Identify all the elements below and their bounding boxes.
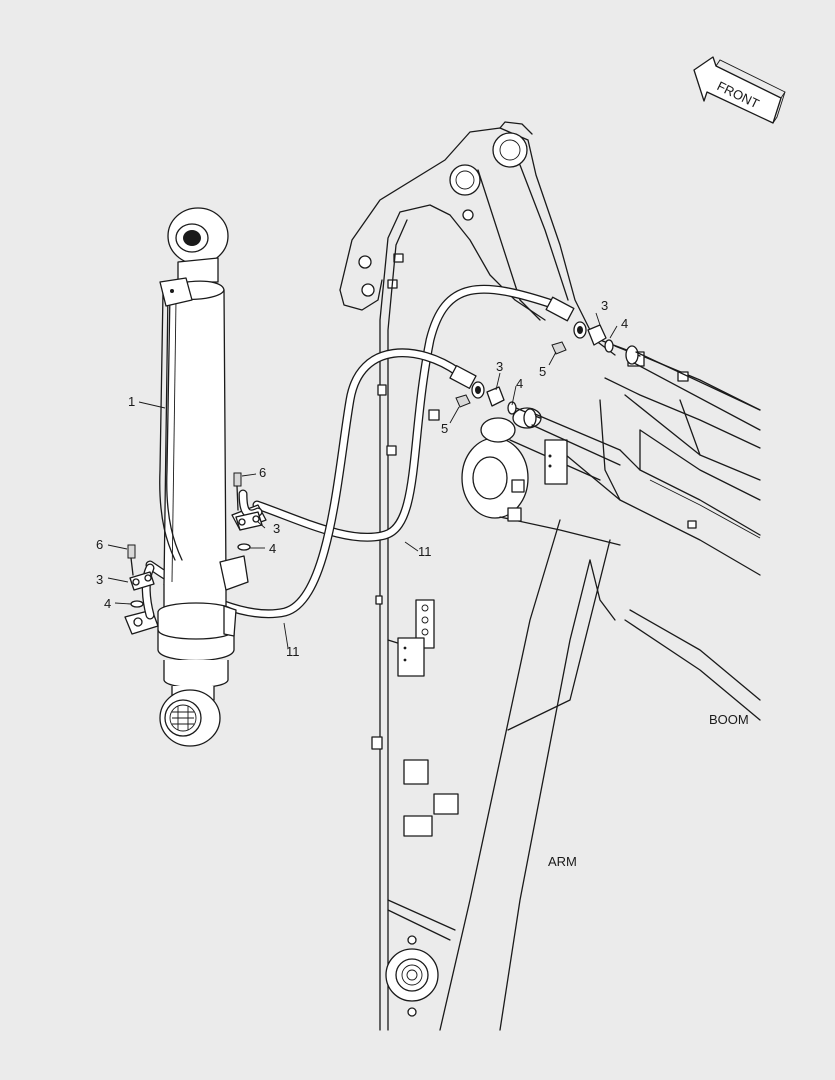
callout-11-upper: 11 xyxy=(418,544,432,559)
callout-3-pipe-upper: 3 xyxy=(601,298,608,313)
callouts: 1 11 11 3 3 3 3 4 4 4 4 5 5 6 6 xyxy=(96,298,628,659)
callout-6-rod: 6 xyxy=(96,537,103,552)
pipe-fittings xyxy=(449,296,761,466)
callout-1: 1 xyxy=(128,394,135,409)
front-arrow: FRONT xyxy=(693,56,786,124)
callout-6-head: 6 xyxy=(259,465,266,480)
arm xyxy=(371,384,616,1031)
cylinder-flanges xyxy=(127,472,263,608)
callout-4-pipe-upper: 4 xyxy=(621,316,628,331)
callout-3-cyl-head: 3 xyxy=(273,521,280,536)
callout-5-lower: 5 xyxy=(441,421,448,436)
boom xyxy=(339,121,761,1031)
callout-3-pipe-lower: 3 xyxy=(496,359,503,374)
arrow-left-icon xyxy=(693,56,782,124)
leader-lines xyxy=(107,312,618,649)
callout-5-upper: 5 xyxy=(539,364,546,379)
cylinder xyxy=(124,207,267,747)
callout-4-cyl-head: 4 xyxy=(269,541,276,556)
arm-label: ARM xyxy=(548,854,577,869)
callout-4-cyl-rod: 4 xyxy=(104,596,111,611)
callout-3-cyl-rod: 3 xyxy=(96,572,103,587)
hose-11 xyxy=(145,284,560,619)
callout-4-pipe-lower: 4 xyxy=(516,376,523,391)
boom-label: BOOM xyxy=(709,712,749,727)
callout-11-lower: 11 xyxy=(286,644,300,659)
